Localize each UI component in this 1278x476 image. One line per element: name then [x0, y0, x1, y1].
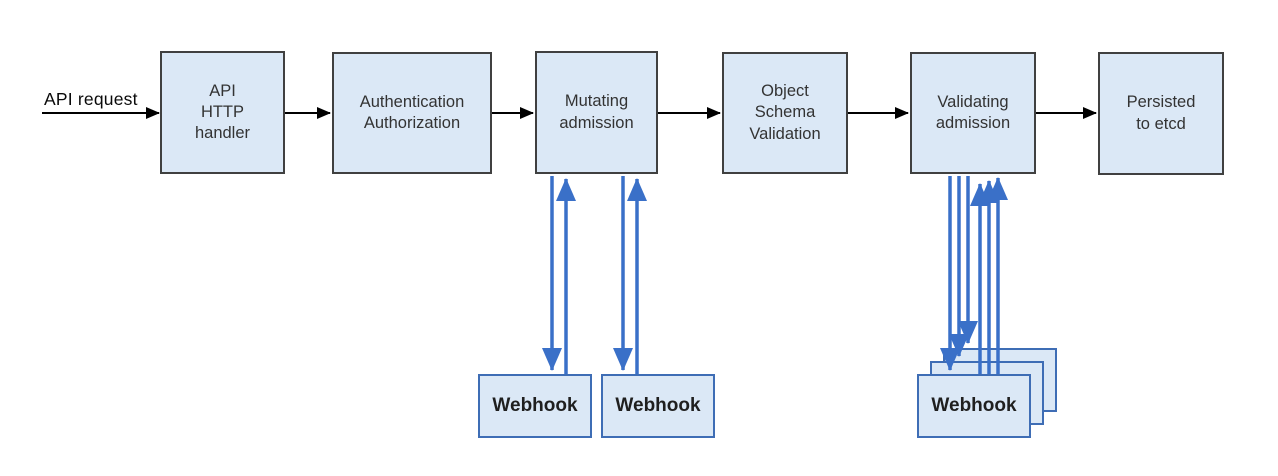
node-object-schema-validation-label: Object Schema Validation — [749, 82, 821, 143]
node-persisted-to-etcd-label: Persisted to etcd — [1126, 93, 1196, 133]
node-validating-admission: Validating admission — [910, 52, 1036, 174]
validating-webhook-front-label: Webhook — [931, 395, 1017, 416]
node-authentication-authorization-label: Authentication Authorization — [359, 92, 465, 132]
node-mutating-admission: Mutating admission — [535, 51, 658, 174]
mutating-webhook-1-label: Webhook — [492, 395, 578, 416]
node-api-http-handler-label: API HTTP handler — [194, 81, 251, 143]
validating-webhook-front: Webhook — [917, 374, 1031, 438]
node-authentication-authorization: Authentication Authorization — [332, 52, 492, 174]
node-api-http-handler: API HTTP handler — [160, 51, 285, 174]
mutating-webhook-1: Webhook — [478, 374, 592, 438]
node-persisted-to-etcd: Persisted to etcd — [1098, 52, 1224, 175]
node-validating-admission-label: Validating admission — [935, 92, 1011, 132]
mutating-webhook-2: Webhook — [601, 374, 715, 438]
node-object-schema-validation: Object Schema Validation — [722, 52, 848, 174]
node-mutating-admission-label: Mutating admission — [559, 92, 634, 132]
mutating-webhook-2-label: Webhook — [615, 395, 701, 416]
api-request-label: API request — [44, 89, 138, 109]
